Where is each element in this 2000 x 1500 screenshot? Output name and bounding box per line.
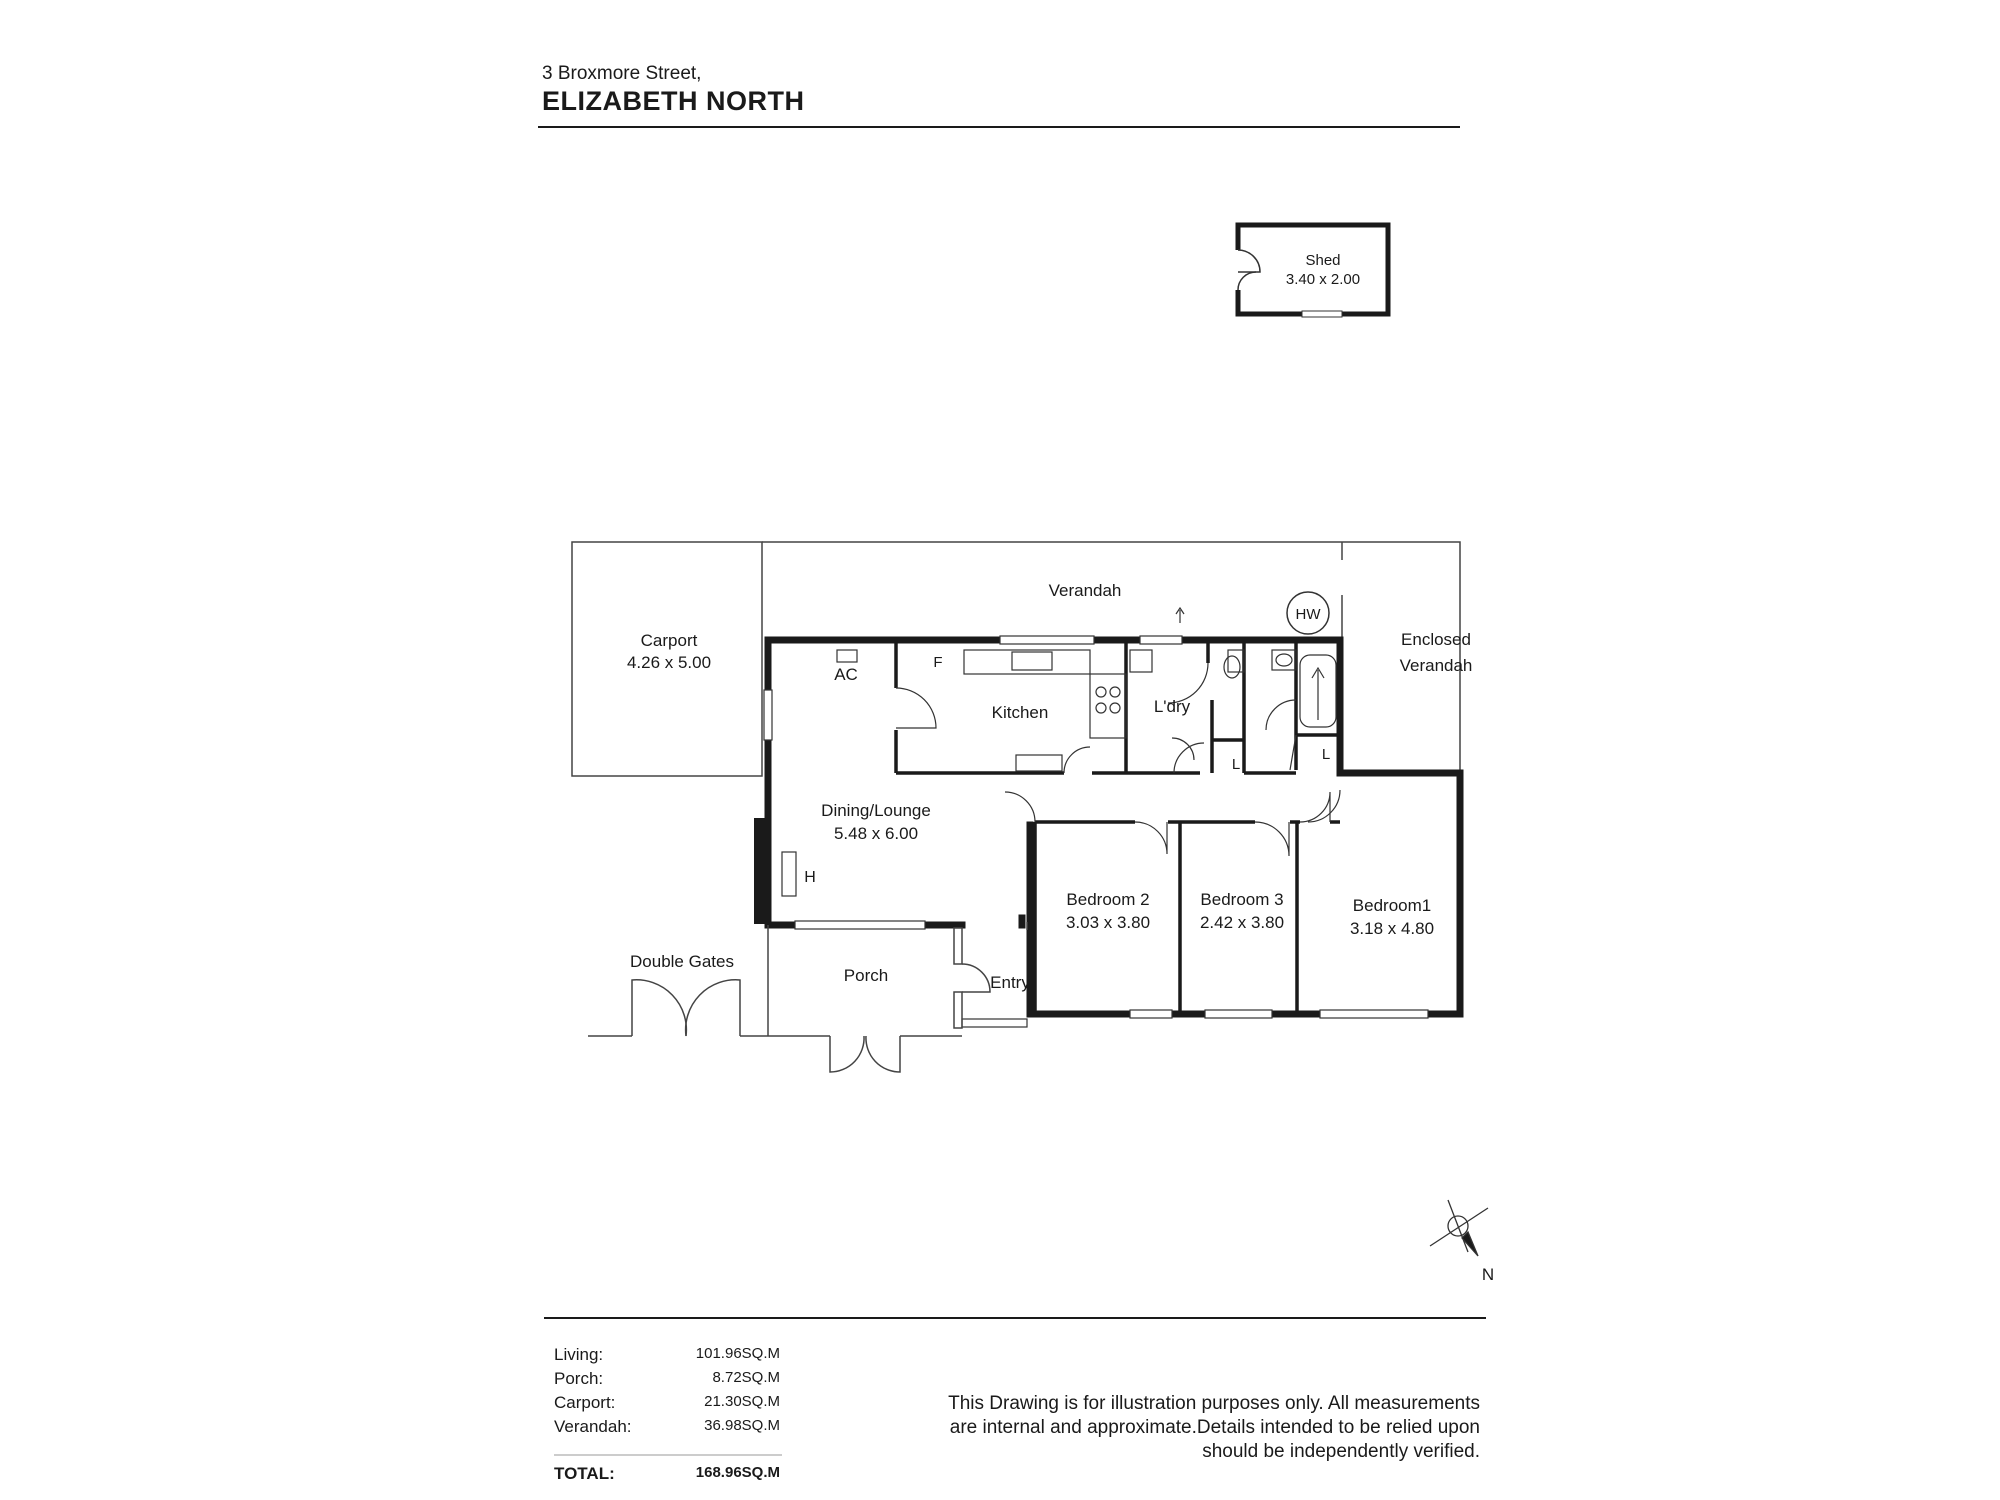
north-label: N <box>1482 1265 1494 1284</box>
lounge-west-wall <box>754 818 768 924</box>
heater-label: H <box>804 869 816 886</box>
enclosed-verandah-label-1: Enclosed <box>1401 630 1471 649</box>
area-row-label: Verandah: <box>554 1417 632 1436</box>
area-row-value: 21.30SQ.M <box>704 1393 780 1410</box>
laundry-label: L'dry <box>1154 697 1191 716</box>
carport-size: 4.26 x 5.00 <box>627 653 711 672</box>
address-line: 3 Broxmore Street, <box>542 63 702 84</box>
dining-lounge-label: Dining/Lounge <box>821 801 931 820</box>
north-arrow-icon <box>1429 1199 1489 1257</box>
area-row-value: 36.98SQ.M <box>704 1417 780 1434</box>
bedroom1-label: Bedroom1 <box>1353 896 1431 915</box>
verandah-label: Verandah <box>1049 581 1122 600</box>
bedroom2-label: Bedroom 2 <box>1066 890 1149 909</box>
kitchen-fittings <box>836 606 1337 774</box>
carport: Carport 4.26 x 5.00 <box>571 541 763 777</box>
entry-label: Entry <box>990 973 1030 992</box>
hot-water-unit <box>1286 591 1330 635</box>
linen-2-label: L <box>1322 746 1330 763</box>
area-row-value: 8.72SQ.M <box>712 1369 780 1386</box>
area-row-value: 101.96SQ.M <box>695 1345 780 1362</box>
shed-label: Shed <box>1305 252 1340 269</box>
lounge-fittings <box>781 742 1341 897</box>
windows <box>763 635 1429 1028</box>
bedroom1-size: 3.18 x 4.80 <box>1350 919 1434 938</box>
total-label: TOTAL: <box>554 1464 615 1483</box>
linen-1-label: L <box>1232 756 1240 773</box>
bedroom3-size: 2.42 x 3.80 <box>1200 913 1284 932</box>
total-value: 168.96SQ.M <box>695 1464 780 1481</box>
disclaimer-text: This Drawing is for illustration purpose… <box>948 1393 1480 1462</box>
porch <box>588 922 1028 1073</box>
shed-size: 3.40 x 2.00 <box>1286 271 1360 288</box>
fridge-label: F <box>933 654 942 671</box>
suburb-title: ELIZABETH NORTH <box>542 86 805 116</box>
double-gates-label: Double Gates <box>630 952 734 971</box>
enclosed-verandah-label-2: Verandah <box>1400 656 1473 675</box>
bedroom2-size: 3.03 x 3.80 <box>1066 913 1150 932</box>
bedroom3-label: Bedroom 3 <box>1200 890 1283 909</box>
area-row-label: Living: <box>554 1345 604 1364</box>
porch-label: Porch <box>844 966 888 985</box>
kitchen-label: Kitchen <box>992 703 1049 722</box>
shed: Shed 3.40 x 2.00 <box>1234 222 1391 318</box>
area-row-label: Carport: <box>554 1393 616 1412</box>
dining-lounge-size: 5.48 x 6.00 <box>834 824 918 843</box>
ac-label: AC <box>834 665 858 684</box>
verandah: Verandah Enclosed Verandah HW <box>762 541 1473 775</box>
area-row-label: Porch: <box>554 1369 604 1388</box>
carport-label: Carport <box>641 631 698 650</box>
hot-water-label: HW <box>1296 606 1322 623</box>
